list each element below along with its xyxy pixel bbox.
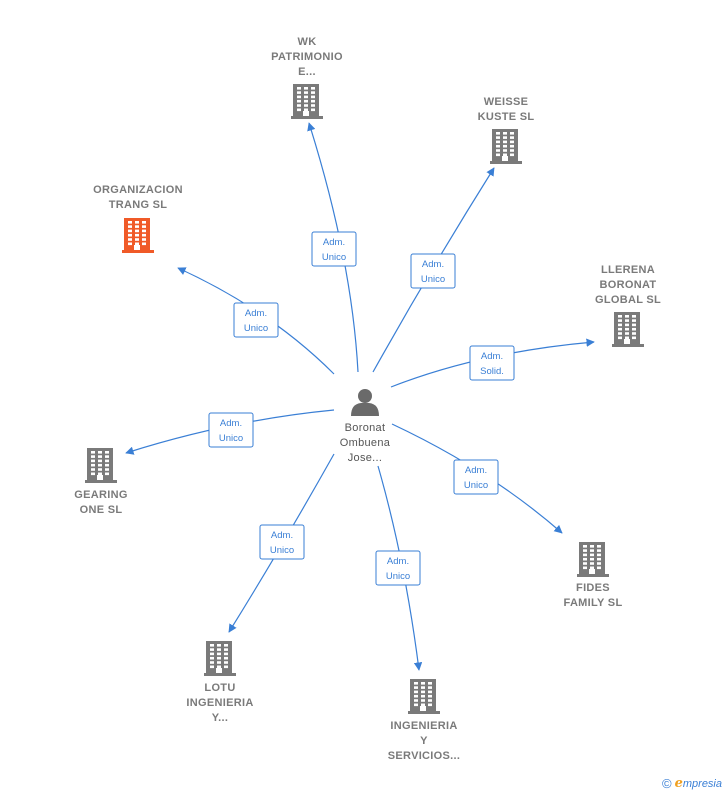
company-name-fides-line-1: FAMILY SL — [564, 597, 623, 609]
edge-llerena: Adm. Solid. — [390, 338, 595, 388]
edge-label-box — [469, 345, 515, 381]
edge-label-organizacion[interactable]: Adm. Unico — [233, 302, 279, 338]
edges-layer: Adm.UnicoAdm.UnicoAdm.UnicoAdm.Solid.Adm… — [125, 122, 595, 671]
edge-organizacion: Adm. Unico — [177, 267, 335, 375]
company-name-ingenieria-line-2: SERVICIOS... — [388, 750, 460, 762]
edge-label-box — [311, 231, 357, 267]
company-name-wk-line-2: E... — [298, 66, 316, 78]
edge-label-box — [375, 550, 421, 586]
company-name-ingenieria-line-0: INGENIERIA — [390, 720, 457, 732]
company-name-gearing[interactable]: GEARING ONE SL — [74, 489, 127, 516]
edge-wk: Adm. Unico — [307, 122, 359, 373]
edge-label-text: Unico — [270, 545, 294, 556]
company-name-lotu-line-1: INGENIERIA — [186, 697, 253, 709]
edge-label-text: Unico — [421, 274, 445, 285]
edge-label-fides[interactable]: Adm. Unico — [453, 459, 499, 495]
edge-label-gearing[interactable]: Adm. Unico — [208, 412, 254, 448]
company-name-weisse-line-1: KUSTE SL — [478, 111, 535, 123]
company-name-wk-line-0: WK — [298, 36, 317, 48]
company-node-weisse[interactable]: WEISSE KUSTE SL — [478, 96, 535, 164]
company-node-wk[interactable]: WK PATRIMONIO E... — [271, 36, 343, 119]
company-name-wk[interactable]: WK PATRIMONIO E... — [271, 36, 343, 78]
edge-label-text: Adm. — [323, 237, 345, 248]
company-name-weisse-line-0: WEISSE — [484, 96, 529, 108]
edge-label-llerena[interactable]: Adm. Solid. — [469, 345, 515, 381]
person-node[interactable]: BoronatOmbuenaJose... — [340, 389, 391, 464]
edge-label-text: Adm. — [271, 530, 293, 541]
company-node-fides[interactable]: FIDES FAMILY SL — [564, 542, 623, 609]
building-icon[interactable] — [490, 129, 522, 164]
edge-label-weisse[interactable]: Adm. Unico — [410, 253, 456, 289]
building-icon[interactable] — [291, 84, 323, 119]
edge-label-text: Solid. — [480, 366, 504, 377]
person-name-line-0: Boronat — [345, 422, 386, 434]
edge-fides: Adm. Unico — [391, 423, 563, 534]
company-node-llerena[interactable]: LLERENA BORONAT GLOBAL SL — [595, 264, 661, 347]
edge-label-text: Adm. — [481, 351, 503, 362]
company-name-llerena-line-2: GLOBAL SL — [595, 294, 661, 306]
company-name-organizacion[interactable]: ORGANIZACION TRANG SL — [93, 184, 183, 211]
company-name-ingenieria-line-1: Y — [420, 735, 428, 747]
edge-label-text: Adm. — [422, 259, 444, 270]
edge-label-box — [259, 524, 305, 560]
company-name-organizacion-line-1: TRANG SL — [109, 199, 168, 211]
person-name-line-2: Jose... — [348, 452, 383, 464]
company-node-organizacion[interactable]: ORGANIZACION TRANG SL — [93, 184, 183, 253]
building-icon[interactable] — [612, 312, 644, 347]
building-icon[interactable] — [408, 679, 440, 714]
company-name-fides[interactable]: FIDES FAMILY SL — [564, 582, 623, 609]
building-icon[interactable] — [204, 641, 236, 676]
company-name-fides-line-0: FIDES — [576, 582, 610, 594]
footer-brand: © empresia — [662, 776, 722, 791]
edge-label-box — [453, 459, 499, 495]
company-name-llerena[interactable]: LLERENA BORONAT GLOBAL SL — [595, 264, 661, 306]
edge-label-text: Unico — [322, 252, 346, 263]
company-node-ingenieria[interactable]: INGENIERIA Y SERVICIOS... — [388, 679, 460, 762]
edge-gearing: Adm. Unico — [125, 409, 335, 455]
company-name-lotu-line-2: Y... — [212, 712, 229, 724]
edge-label-text: Unico — [386, 571, 410, 582]
brand-logo[interactable]: empresia — [674, 776, 722, 791]
copyright-icon: © — [662, 776, 672, 791]
building-icon[interactable] — [577, 542, 609, 577]
edge-label-box — [410, 253, 456, 289]
person-name[interactable]: BoronatOmbuenaJose... — [340, 422, 391, 464]
edge-weisse: Adm. Unico — [372, 167, 495, 373]
company-name-llerena-line-1: BORONAT — [600, 279, 657, 291]
company-node-lotu[interactable]: LOTU INGENIERIA Y... — [186, 641, 253, 724]
edge-label-ingenieria[interactable]: Adm. Unico — [375, 550, 421, 586]
edge-label-box — [233, 302, 279, 338]
edge-label-text: Unico — [219, 433, 243, 444]
company-name-weisse[interactable]: WEISSE KUSTE SL — [478, 96, 535, 123]
edge-label-text: Unico — [464, 480, 488, 491]
edge-label-box — [208, 412, 254, 448]
building-icon[interactable] — [122, 218, 154, 253]
company-name-gearing-line-1: ONE SL — [80, 504, 123, 516]
person-name-line-1: Ombuena — [340, 437, 391, 449]
nodes-layer: WK PATRIMONIO E... WEISSE KUSTE SL ORGANIZACI… — [74, 36, 661, 762]
company-name-gearing-line-0: GEARING — [74, 489, 127, 501]
company-name-ingenieria[interactable]: INGENIERIA Y SERVICIOS... — [388, 720, 460, 762]
company-node-gearing[interactable]: GEARING ONE SL — [74, 448, 127, 516]
edge-lotu: Adm. Unico — [228, 453, 335, 633]
edge-label-text: Unico — [244, 323, 268, 334]
edge-label-lotu[interactable]: Adm. Unico — [259, 524, 305, 560]
company-name-llerena-line-0: LLERENA — [601, 264, 655, 276]
company-name-organizacion-line-0: ORGANIZACION — [93, 184, 183, 196]
edge-label-wk[interactable]: Adm. Unico — [311, 231, 357, 267]
edge-label-text: Adm. — [465, 465, 487, 476]
edge-ingenieria: Adm. Unico — [375, 465, 423, 671]
person-icon[interactable] — [351, 389, 379, 416]
edge-label-text: Adm. — [220, 418, 242, 429]
edge-label-text: Adm. — [245, 308, 267, 319]
company-name-lotu[interactable]: LOTU INGENIERIA Y... — [186, 682, 253, 724]
edge-label-text: Adm. — [387, 556, 409, 567]
building-icon[interactable] — [85, 448, 117, 483]
company-name-lotu-line-0: LOTU — [204, 682, 235, 694]
company-name-wk-line-1: PATRIMONIO — [271, 51, 343, 63]
